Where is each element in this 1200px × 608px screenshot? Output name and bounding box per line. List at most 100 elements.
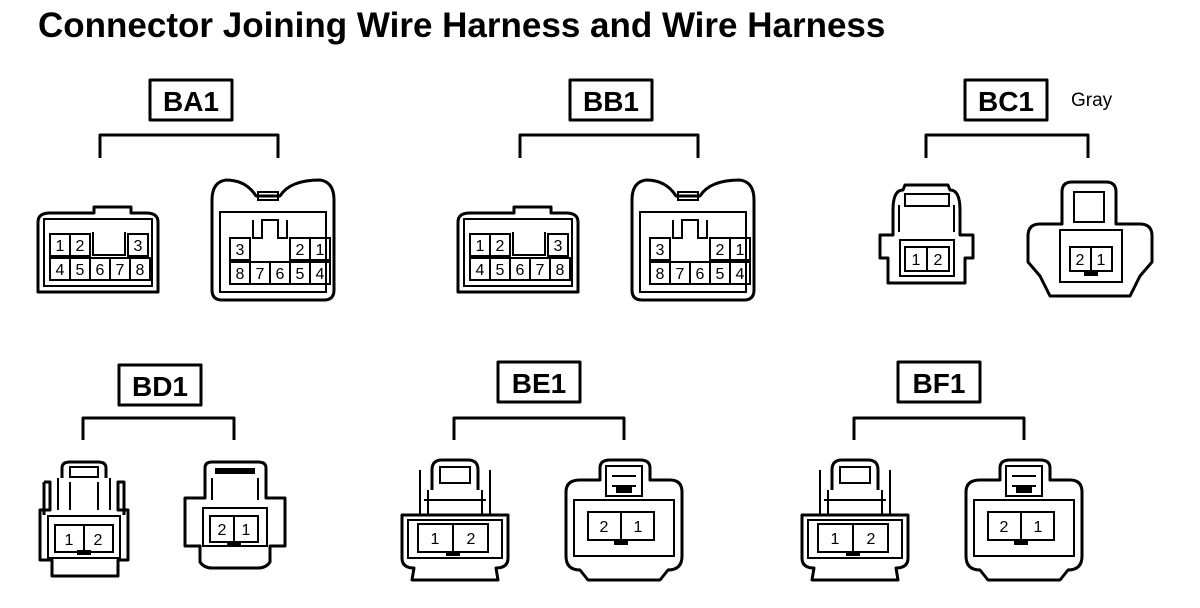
connector-label-box bbox=[496, 360, 582, 404]
pin-label: 5 bbox=[76, 262, 85, 279]
male-connector-bd1: 1 2 bbox=[38, 460, 130, 578]
connector-label-box bbox=[896, 360, 982, 404]
male-connector-bb1: 1 2 3 4 5 6 7 8 bbox=[456, 205, 580, 294]
female-connector-ba1: 3 2 1 8 7 6 5 4 bbox=[210, 178, 336, 302]
pin-cell bbox=[549, 257, 571, 281]
connector-label-box bbox=[117, 363, 203, 407]
pin-label: 3 bbox=[236, 242, 245, 259]
pin-cell bbox=[729, 237, 751, 261]
pin-cell bbox=[309, 261, 331, 285]
male-connector-bc1: 1 2 bbox=[878, 183, 975, 285]
connector-group-be1: BE1 1 2 2 1 bbox=[400, 360, 684, 582]
pin-label: 2 bbox=[76, 238, 85, 255]
pin-label: 2 bbox=[1076, 252, 1085, 269]
pin-cell bbox=[620, 511, 655, 541]
female-connector-be1: 2 1 bbox=[564, 458, 684, 582]
page-title: Connector Joining Wire Harness and Wire … bbox=[38, 6, 886, 45]
connector-label-box bbox=[963, 78, 1049, 122]
connector-label-bf1: BF1 bbox=[913, 368, 966, 399]
pin-label: 2 bbox=[496, 238, 505, 255]
pin-label: 1 bbox=[1034, 519, 1043, 536]
pin-cell bbox=[452, 523, 489, 553]
pin-cell bbox=[309, 237, 331, 261]
pin-label: 2 bbox=[296, 242, 305, 259]
connector-group-bc1: BC1 Gray 1 2 2 1 bbox=[878, 78, 1154, 298]
pin-label: 6 bbox=[516, 262, 525, 279]
pin-label: 7 bbox=[256, 266, 265, 283]
connector-label-bb1: BB1 bbox=[583, 86, 639, 117]
pin-label: 2 bbox=[934, 252, 943, 269]
pin-label: 8 bbox=[136, 262, 145, 279]
pin-label: 2 bbox=[867, 531, 876, 548]
pin-label: 1 bbox=[736, 242, 745, 259]
pin-label: 8 bbox=[556, 262, 565, 279]
pair-bracket bbox=[81, 416, 236, 440]
pin-label: 4 bbox=[316, 266, 325, 283]
pin-cell bbox=[127, 233, 149, 257]
pin-label: 1 bbox=[634, 519, 643, 536]
pin-cell bbox=[83, 524, 114, 553]
pin-label: 2 bbox=[467, 531, 476, 548]
pin-cell bbox=[129, 257, 151, 281]
color-note: Gray bbox=[1071, 90, 1113, 111]
pin-label: 3 bbox=[554, 238, 563, 255]
pin-label: 2 bbox=[600, 519, 609, 536]
pin-label: 3 bbox=[656, 242, 665, 259]
pin-cell bbox=[233, 515, 259, 543]
pin-cell bbox=[852, 523, 889, 553]
pair-bracket bbox=[852, 416, 1026, 440]
pin-cell bbox=[229, 237, 251, 261]
pin-label: 8 bbox=[236, 266, 245, 283]
pair-bracket bbox=[452, 416, 626, 440]
pair-bracket bbox=[98, 133, 280, 158]
pin-label: 6 bbox=[276, 266, 285, 283]
pin-cell bbox=[547, 233, 569, 257]
pin-label: 5 bbox=[496, 262, 505, 279]
pin-label: 1 bbox=[242, 522, 251, 539]
pin-label: 5 bbox=[716, 266, 725, 283]
pin-cell bbox=[1090, 246, 1113, 272]
pin-label: 7 bbox=[116, 262, 125, 279]
connector-group-ba1: BA1 1 2 3 4 5 6 7 8 bbox=[36, 78, 336, 302]
connector-label-box bbox=[568, 78, 654, 122]
pin-label: 1 bbox=[56, 238, 65, 255]
pin-cell bbox=[69, 233, 91, 257]
male-connector-bf1: 1 2 bbox=[800, 458, 910, 582]
female-connector-bd1: 2 1 bbox=[183, 460, 287, 570]
pin-label: 1 bbox=[1097, 252, 1106, 269]
pair-bracket bbox=[518, 133, 700, 158]
pin-label: 2 bbox=[1000, 519, 1009, 536]
pin-label: 2 bbox=[218, 522, 227, 539]
connector-label-box bbox=[148, 78, 234, 122]
connector-label-bd1: BD1 bbox=[132, 371, 188, 402]
connector-group-bf1: BF1 1 2 2 1 bbox=[800, 360, 1084, 582]
pin-label: 7 bbox=[536, 262, 545, 279]
pin-label: 4 bbox=[736, 266, 745, 283]
pin-cell bbox=[1020, 511, 1055, 541]
female-connector-bc1: 2 1 bbox=[1026, 180, 1154, 298]
pin-label: 1 bbox=[912, 252, 921, 269]
pin-label: 6 bbox=[696, 266, 705, 283]
pin-label: 1 bbox=[831, 531, 840, 548]
pin-label: 2 bbox=[716, 242, 725, 259]
female-connector-bb1: 3 2 1 8 7 6 5 4 bbox=[630, 178, 756, 302]
connector-label-be1: BE1 bbox=[512, 368, 566, 399]
male-connector-be1: 1 2 bbox=[400, 458, 510, 582]
pair-bracket bbox=[924, 133, 1090, 158]
pin-label: 4 bbox=[56, 262, 65, 279]
male-connector-ba1: 1 2 3 4 5 6 7 8 bbox=[36, 205, 160, 294]
pin-label: 8 bbox=[656, 266, 665, 283]
connector-label-ba1: BA1 bbox=[163, 86, 219, 117]
pin-label: 5 bbox=[296, 266, 305, 283]
pin-cell bbox=[729, 261, 751, 285]
pin-cell bbox=[489, 233, 511, 257]
female-connector-bf1: 2 1 bbox=[964, 458, 1084, 582]
connector-label-bc1: BC1 bbox=[978, 86, 1034, 117]
pin-label: 2 bbox=[94, 532, 103, 549]
pin-label: 1 bbox=[476, 238, 485, 255]
pin-cell bbox=[926, 246, 950, 272]
pin-cell bbox=[649, 237, 671, 261]
pin-label: 7 bbox=[676, 266, 685, 283]
connector-group-bd1: BD1 1 2 2 1 bbox=[38, 363, 287, 578]
